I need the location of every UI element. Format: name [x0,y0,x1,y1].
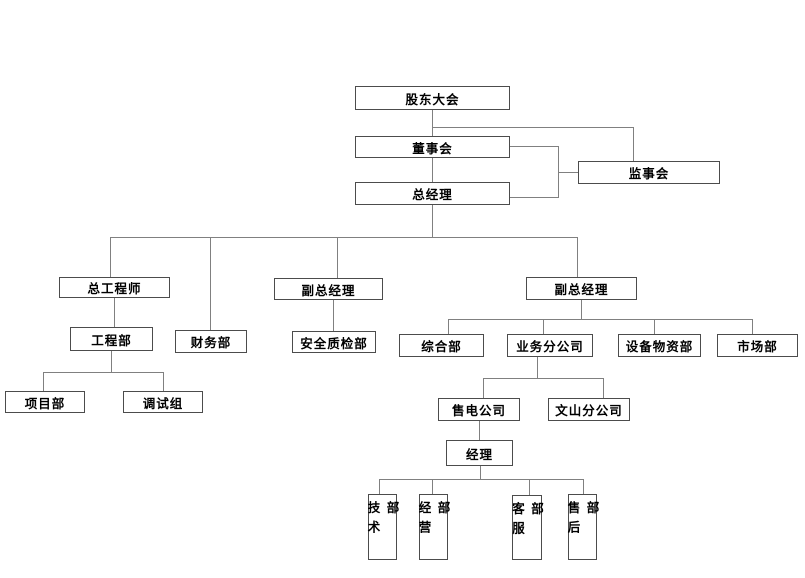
node-equipment-materials-dept: 设备物资部 [618,334,701,357]
connector-main-distribution [110,237,577,238]
connector-chief-engineering [114,298,115,327]
node-business-branch: 业务分公司 [507,334,593,357]
connector-drop-after-sales [583,479,584,494]
connector-manager-bus [379,479,583,480]
connector-drop-deputy-gm-left [337,237,338,278]
node-deputy-gm-right: 副总经理 [526,277,637,300]
connector-engineering-bus [43,372,163,373]
node-wenshan-branch: 文山分公司 [548,398,630,421]
node-marketing-dept: 市场部 [717,334,798,357]
node-supervisory-board: 监事会 [578,161,720,184]
node-operations-dept: 经营部 [417,494,450,560]
connector-engineering-stem [111,351,112,372]
connector-drop-deputy-gm-right [577,237,578,277]
node-finance-dept: 财务部 [175,330,247,353]
connector-drop-chief-engineer [110,237,111,277]
node-safety-qc-dept: 安全质检部 [292,331,376,353]
connector-gm-bracket [510,197,558,198]
connector-shareholders-supervisory-v [633,127,634,161]
node-deputy-gm-left: 副总经理 [274,278,383,300]
node-after-sales-dept: 售后部 [566,494,599,560]
connector-deputyleft-safety [333,300,334,331]
node-technology-dept: 技术部 [366,494,399,560]
connector-deputyright-stem [581,300,582,319]
connector-board-gm [432,158,433,182]
connector-drop-marketing [752,319,753,334]
node-general-affairs-dept: 综合部 [399,334,484,357]
node-commissioning-team: 调试组 [123,391,203,413]
node-board-of-directors: 董事会 [355,136,510,158]
connector-powersales-manager [479,421,480,440]
connector-business-stem [537,357,538,378]
node-shareholders-meeting: 股东大会 [355,86,510,110]
connector-drop-wenshan [603,378,604,398]
connector-bracket-supervisory [558,172,578,173]
connector-shareholders-board [432,110,433,136]
connector-drop-customer-service [529,479,530,495]
connector-manager-stem [480,466,481,479]
connector-drop-power-sales [483,378,484,398]
node-power-sales-company: 售电公司 [438,398,520,421]
connector-drop-equipment [654,319,655,334]
connector-shareholders-supervisory-h [432,127,633,128]
node-project-dept: 项目部 [5,391,85,413]
connector-deputyright-bus [448,319,752,320]
connector-drop-general-affairs [448,319,449,334]
node-customer-service-dept: 客服部 [510,495,543,560]
connector-drop-business-branch [543,319,544,334]
node-general-manager: 总经理 [355,182,510,205]
connector-gm-mainline [432,205,433,237]
connector-board-bracket [510,146,558,147]
node-chief-engineer: 总工程师 [59,277,170,298]
connector-business-bus [483,378,603,379]
connector-drop-operations [432,479,433,494]
connector-drop-finance [210,237,211,330]
connector-drop-commissioning [163,372,164,391]
connector-drop-technology [379,479,380,494]
connector-drop-project [43,372,44,391]
node-manager: 经理 [446,440,513,466]
node-engineering-dept: 工程部 [70,327,153,351]
